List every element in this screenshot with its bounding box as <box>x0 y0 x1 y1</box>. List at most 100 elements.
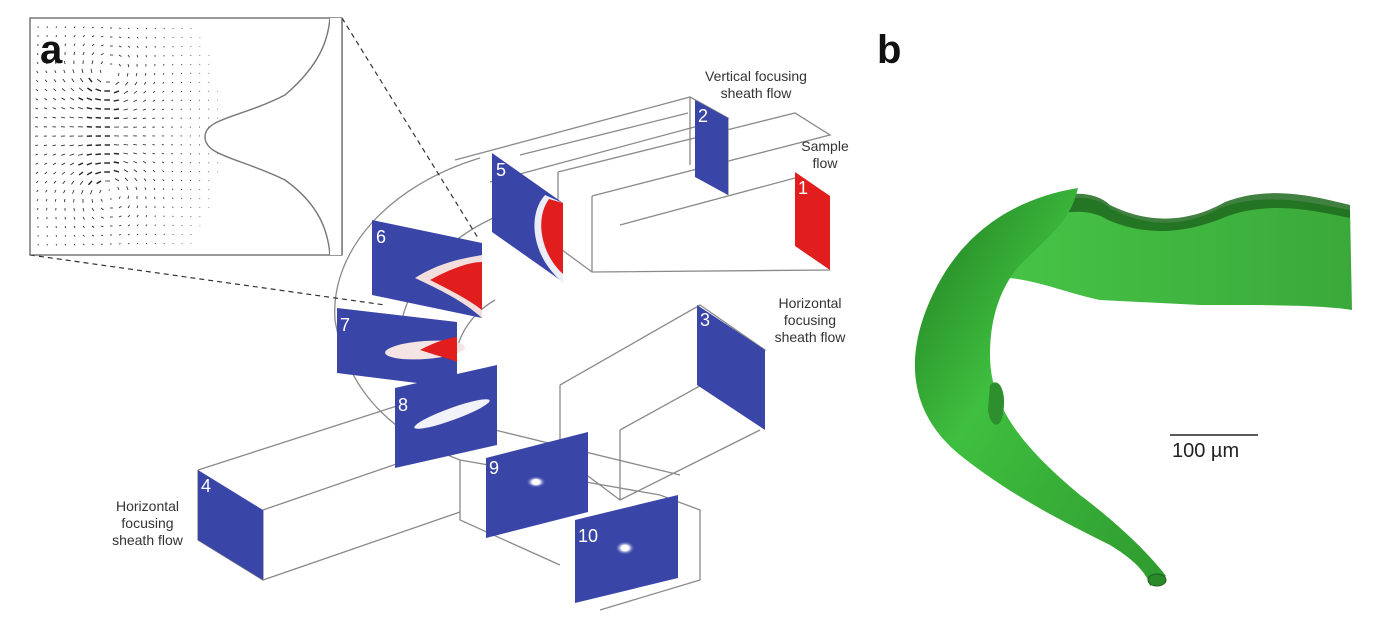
label-vertical-sheath-flow: Vertical focusing sheath flow <box>705 68 807 101</box>
velocity-vector <box>118 63 122 67</box>
velocity-vector <box>82 51 85 56</box>
velocity-vector <box>61 171 66 175</box>
velocity-vector <box>52 144 57 147</box>
velocity-vector <box>199 81 201 83</box>
velocity-vector <box>53 171 57 175</box>
velocity-vector <box>127 54 130 58</box>
section-5-plane <box>492 153 563 282</box>
velocity-vector <box>69 116 75 119</box>
velocity-vector <box>61 88 66 92</box>
velocity-vector <box>44 79 48 83</box>
velocity-vector <box>82 216 85 220</box>
velocity-vector <box>53 79 57 83</box>
velocity-vector <box>37 207 39 211</box>
velocity-vector <box>118 205 122 209</box>
label-sample-flow: Sample flow <box>801 138 849 171</box>
velocity-vector <box>73 26 76 29</box>
inset-callout-lines <box>29 17 479 306</box>
velocity-vector <box>199 189 201 191</box>
velocity-vector <box>171 72 174 75</box>
velocity-vector <box>45 70 48 74</box>
velocity-vector <box>152 144 156 146</box>
velocity-vector <box>43 144 48 147</box>
velocity-vector <box>142 99 147 103</box>
velocity-vector <box>133 108 138 111</box>
velocity-vector <box>136 214 139 218</box>
velocity-vector <box>114 178 120 182</box>
velocity-vector <box>82 34 85 38</box>
velocity-vector <box>162 179 165 182</box>
velocity-vector <box>86 162 93 166</box>
velocity-vector <box>86 144 93 147</box>
velocity-vector <box>180 72 183 75</box>
velocity-vector <box>81 68 84 74</box>
velocity-vector <box>61 153 66 156</box>
velocity-vector <box>136 242 139 245</box>
velocity-vector <box>113 90 120 94</box>
velocity-vector <box>154 224 156 227</box>
velocity-vector <box>35 107 39 110</box>
velocity-vector <box>91 198 93 203</box>
velocity-vector <box>72 69 75 74</box>
velocity-vector <box>78 162 84 166</box>
velocity-vector <box>95 88 102 92</box>
velocity-vector <box>96 180 102 185</box>
velocity-vector <box>181 63 183 66</box>
velocity-vector <box>55 234 57 237</box>
velocity-vector <box>95 162 102 165</box>
velocity-vector <box>52 97 57 101</box>
velocity-vector <box>95 107 102 110</box>
velocity-vector <box>142 108 147 111</box>
velocity-vector <box>91 216 95 220</box>
velocity-vector <box>45 61 48 65</box>
velocity-vector <box>133 99 138 103</box>
velocity-vector <box>35 171 39 174</box>
velocity-vector <box>88 77 93 83</box>
velocity-vector <box>91 35 95 38</box>
velocity-vector <box>64 225 67 229</box>
velocity-vector <box>190 72 192 75</box>
velocity-vector <box>145 45 148 48</box>
velocity-vector <box>123 152 129 155</box>
velocity-vector <box>152 90 156 94</box>
velocity-vector <box>154 233 156 236</box>
velocity-vector <box>36 79 39 83</box>
velocity-vector <box>144 72 147 76</box>
velocity-vector <box>162 90 165 93</box>
velocity-vector <box>62 180 66 185</box>
panel-label-b: b <box>877 28 902 72</box>
velocity-vector <box>127 214 131 218</box>
velocity-vector <box>127 224 131 227</box>
velocity-vector <box>95 153 102 156</box>
vector-field-inset <box>29 17 343 256</box>
velocity-vector <box>126 186 129 191</box>
velocity-vector <box>100 44 104 47</box>
section-3-number: 3 <box>700 310 710 330</box>
velocity-vector <box>171 108 174 111</box>
velocity-vector <box>208 180 210 182</box>
velocity-vector <box>127 242 130 245</box>
velocity-vector <box>189 179 192 182</box>
velocity-vector <box>152 117 156 119</box>
section-1-number: 1 <box>798 178 808 198</box>
velocity-vector <box>123 90 129 94</box>
velocity-vector <box>181 197 183 200</box>
velocity-vector <box>91 225 95 228</box>
velocity-vector <box>73 34 76 38</box>
velocity-vector <box>53 180 57 184</box>
velocity-vector <box>86 116 93 119</box>
velocity-vector <box>153 81 156 85</box>
velocity-vector <box>127 195 129 200</box>
velocity-vector <box>82 26 85 29</box>
velocity-vector <box>135 72 138 77</box>
velocity-vector <box>54 70 57 74</box>
velocity-vector <box>63 69 66 74</box>
section-5-number: 5 <box>496 160 506 180</box>
velocity-vector <box>100 207 104 211</box>
velocity-vector <box>44 171 48 175</box>
velocity-vector <box>44 162 48 165</box>
velocity-vector <box>95 98 102 101</box>
velocity-vector <box>91 43 95 47</box>
velocity-vector <box>180 108 183 110</box>
velocity-vector <box>180 153 183 155</box>
